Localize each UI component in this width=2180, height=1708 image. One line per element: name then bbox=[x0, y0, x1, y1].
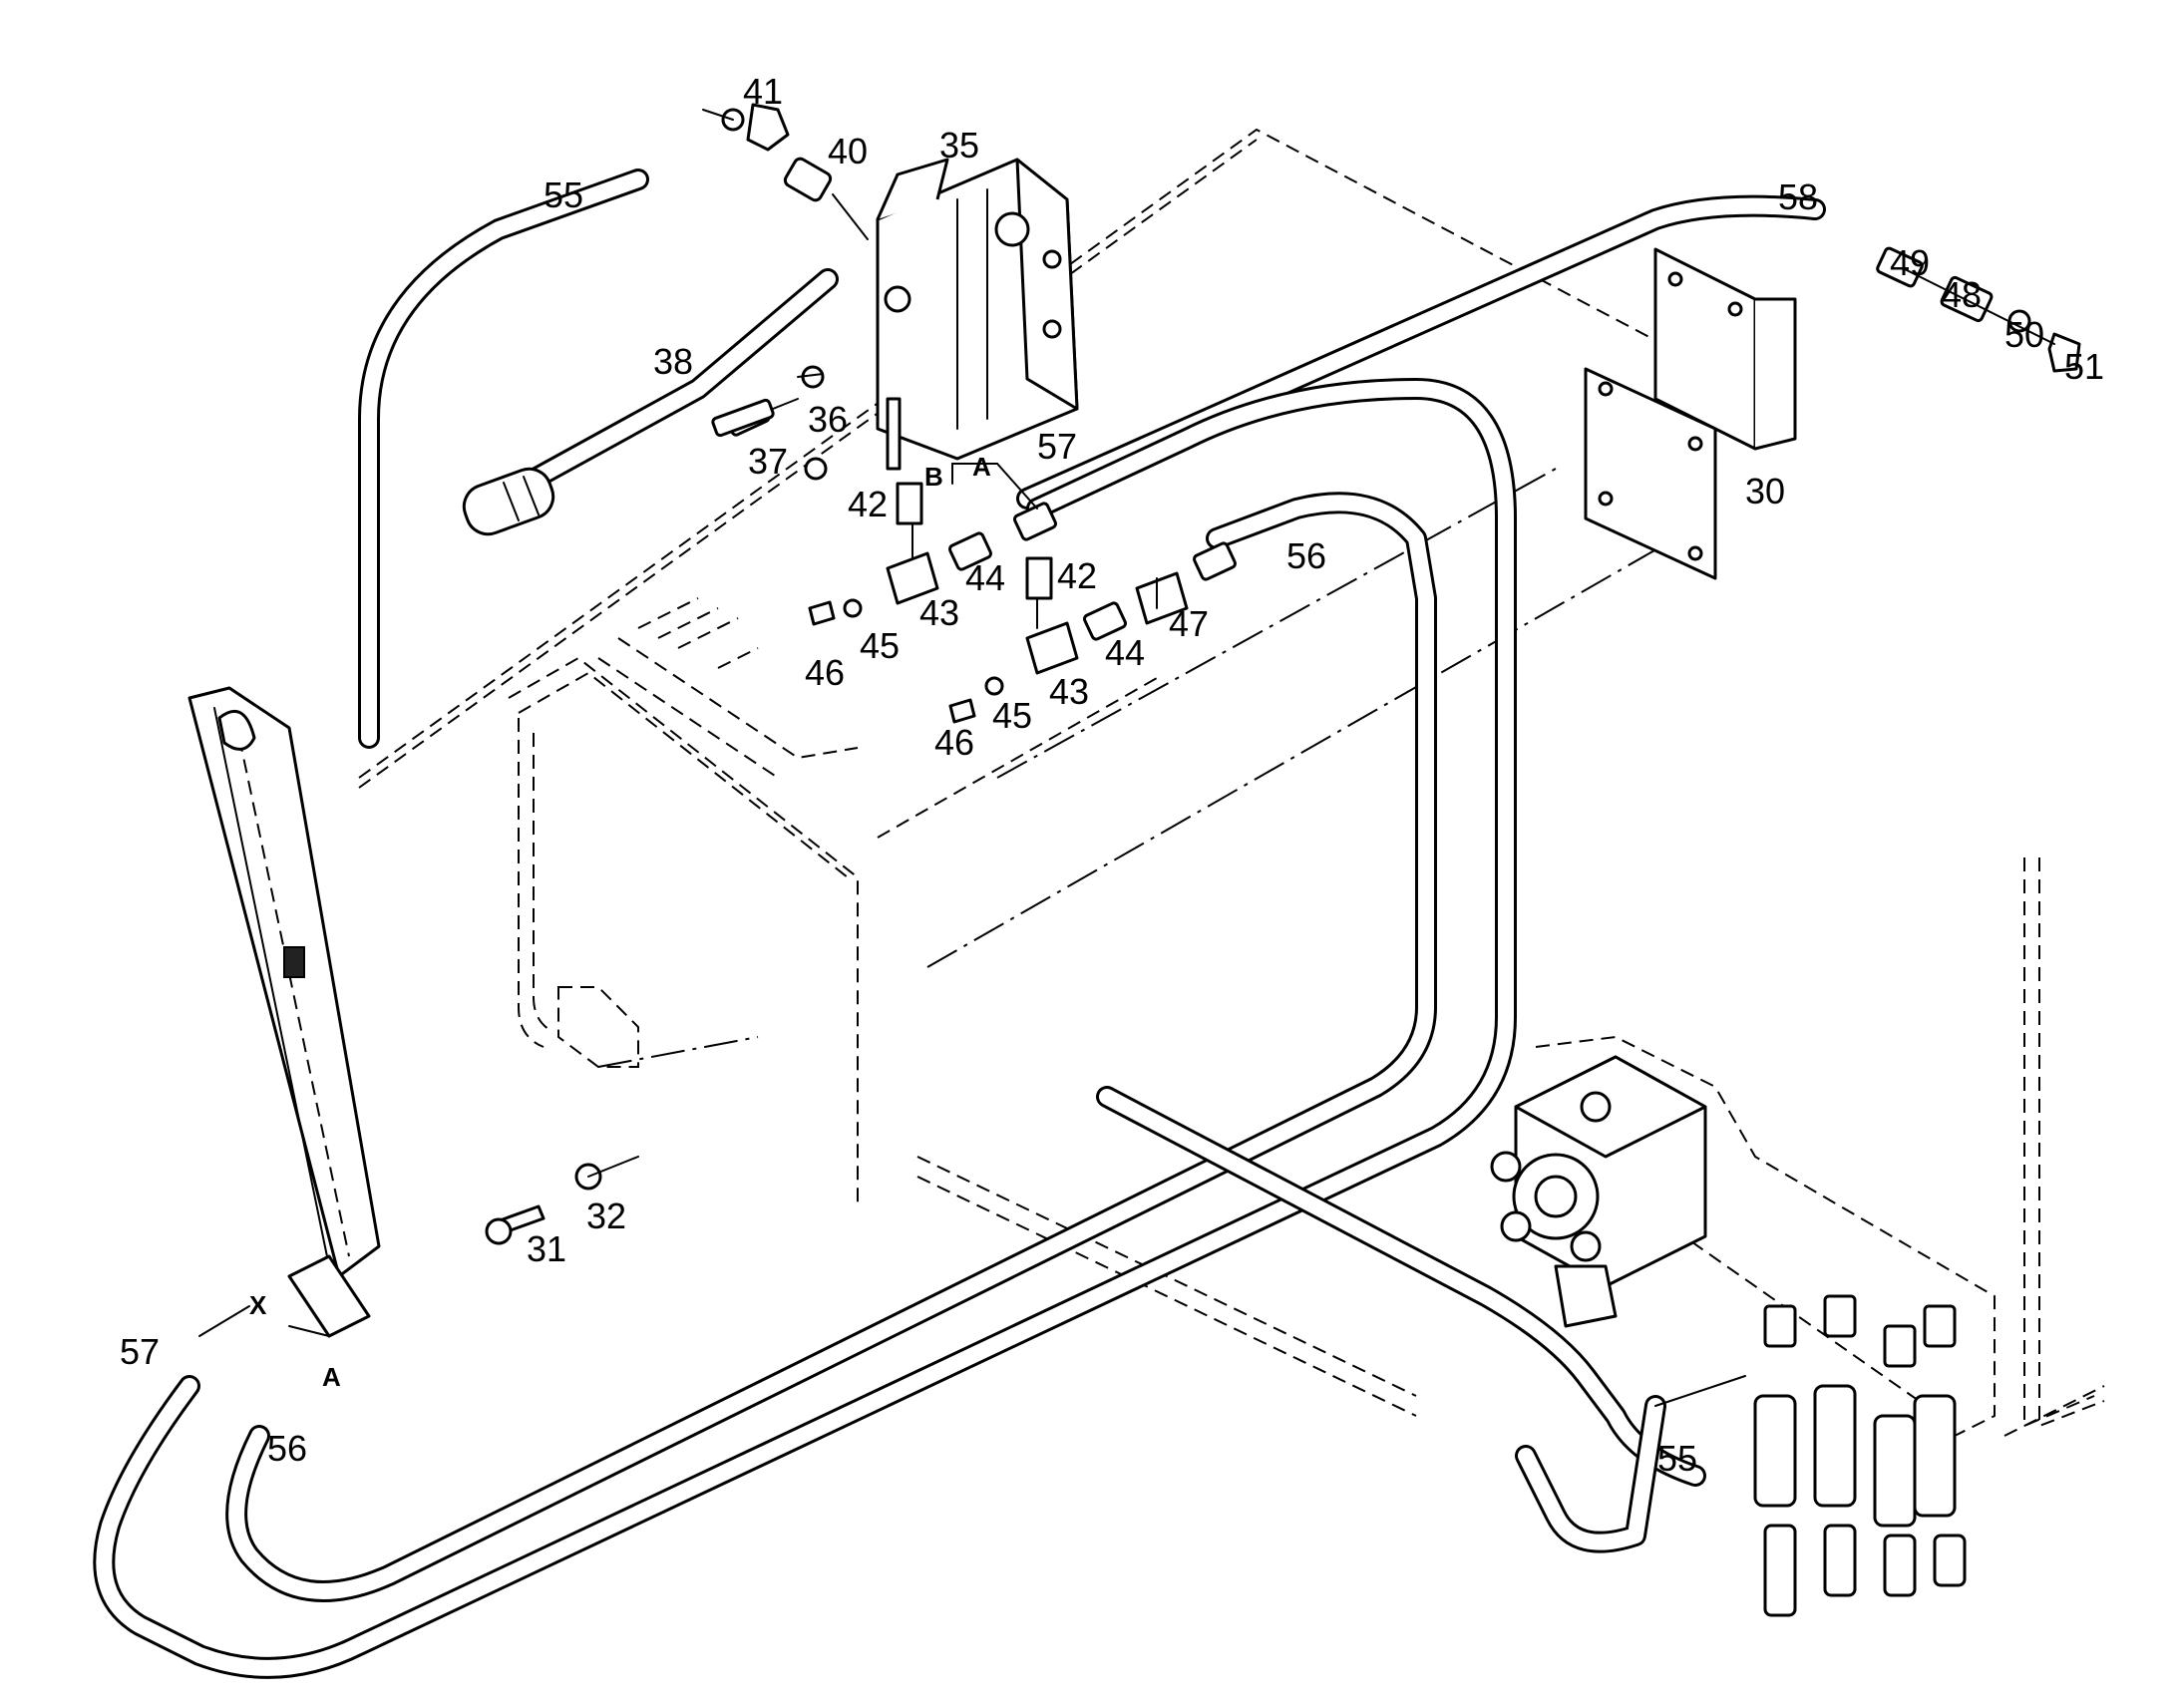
quick-couplers bbox=[1753, 1294, 1967, 1617]
callout-labels: 41 40 35 55 38 36 37 57 58 49 48 50 51 3… bbox=[120, 71, 2104, 1479]
callout-55-upper: 55 bbox=[544, 174, 583, 215]
hydraulic-cylinder bbox=[187, 686, 381, 1338]
callout-46-right: 46 bbox=[934, 722, 974, 763]
hose-55-lower bbox=[1096, 1086, 1706, 1553]
callout-51: 51 bbox=[2064, 346, 2104, 387]
callout-55-lower: 55 bbox=[1657, 1438, 1697, 1479]
callout-35: 35 bbox=[939, 125, 979, 166]
callout-37: 37 bbox=[748, 441, 788, 482]
hose-56-loop bbox=[225, 492, 1437, 1602]
port-marker-x: X bbox=[249, 1290, 267, 1320]
callout-43-right: 43 bbox=[1049, 671, 1089, 712]
port-marker-a-valve: A bbox=[972, 452, 991, 482]
port-marker-b: B bbox=[924, 462, 943, 492]
mounting-bracket bbox=[1584, 247, 1797, 580]
callout-30: 30 bbox=[1745, 471, 1785, 512]
callout-49: 49 bbox=[1890, 242, 1930, 283]
callout-32: 32 bbox=[586, 1196, 626, 1236]
callout-40: 40 bbox=[828, 131, 868, 171]
callout-31: 31 bbox=[527, 1228, 566, 1269]
hose-55-upper bbox=[358, 169, 649, 749]
leader-lines bbox=[198, 109, 2055, 1407]
hose-58 bbox=[1016, 194, 1826, 510]
callout-47: 47 bbox=[1169, 603, 1209, 644]
machine-outline bbox=[358, 128, 2105, 1437]
pump-block bbox=[1490, 1055, 1707, 1328]
callout-56-upper: 56 bbox=[1286, 535, 1326, 576]
callout-43-left: 43 bbox=[919, 592, 959, 633]
callout-45-right: 45 bbox=[992, 695, 1032, 736]
callout-50: 50 bbox=[2004, 314, 2044, 355]
callout-38: 38 bbox=[653, 341, 693, 382]
callout-42-right: 42 bbox=[1057, 555, 1097, 596]
callout-42-left: 42 bbox=[848, 484, 888, 524]
callout-36: 36 bbox=[808, 399, 848, 440]
callout-44-left: 44 bbox=[965, 557, 1005, 598]
callout-48: 48 bbox=[1942, 274, 1982, 315]
callout-57-lower: 57 bbox=[120, 1331, 160, 1372]
callout-46-left: 46 bbox=[805, 652, 845, 693]
port-markers: B A X A bbox=[249, 452, 991, 1392]
callout-57-upper: 57 bbox=[1037, 426, 1077, 467]
callout-58: 58 bbox=[1778, 176, 1818, 217]
callout-41: 41 bbox=[743, 71, 783, 112]
callout-44-right: 44 bbox=[1105, 632, 1145, 673]
callout-45-left: 45 bbox=[860, 625, 900, 666]
control-lever bbox=[462, 268, 839, 536]
port-marker-a-cylinder: A bbox=[322, 1362, 341, 1392]
hose-57-loop bbox=[93, 378, 1517, 1679]
callout-56-lower: 56 bbox=[267, 1428, 307, 1469]
fittings bbox=[485, 103, 2081, 1245]
control-valve bbox=[876, 158, 1079, 471]
